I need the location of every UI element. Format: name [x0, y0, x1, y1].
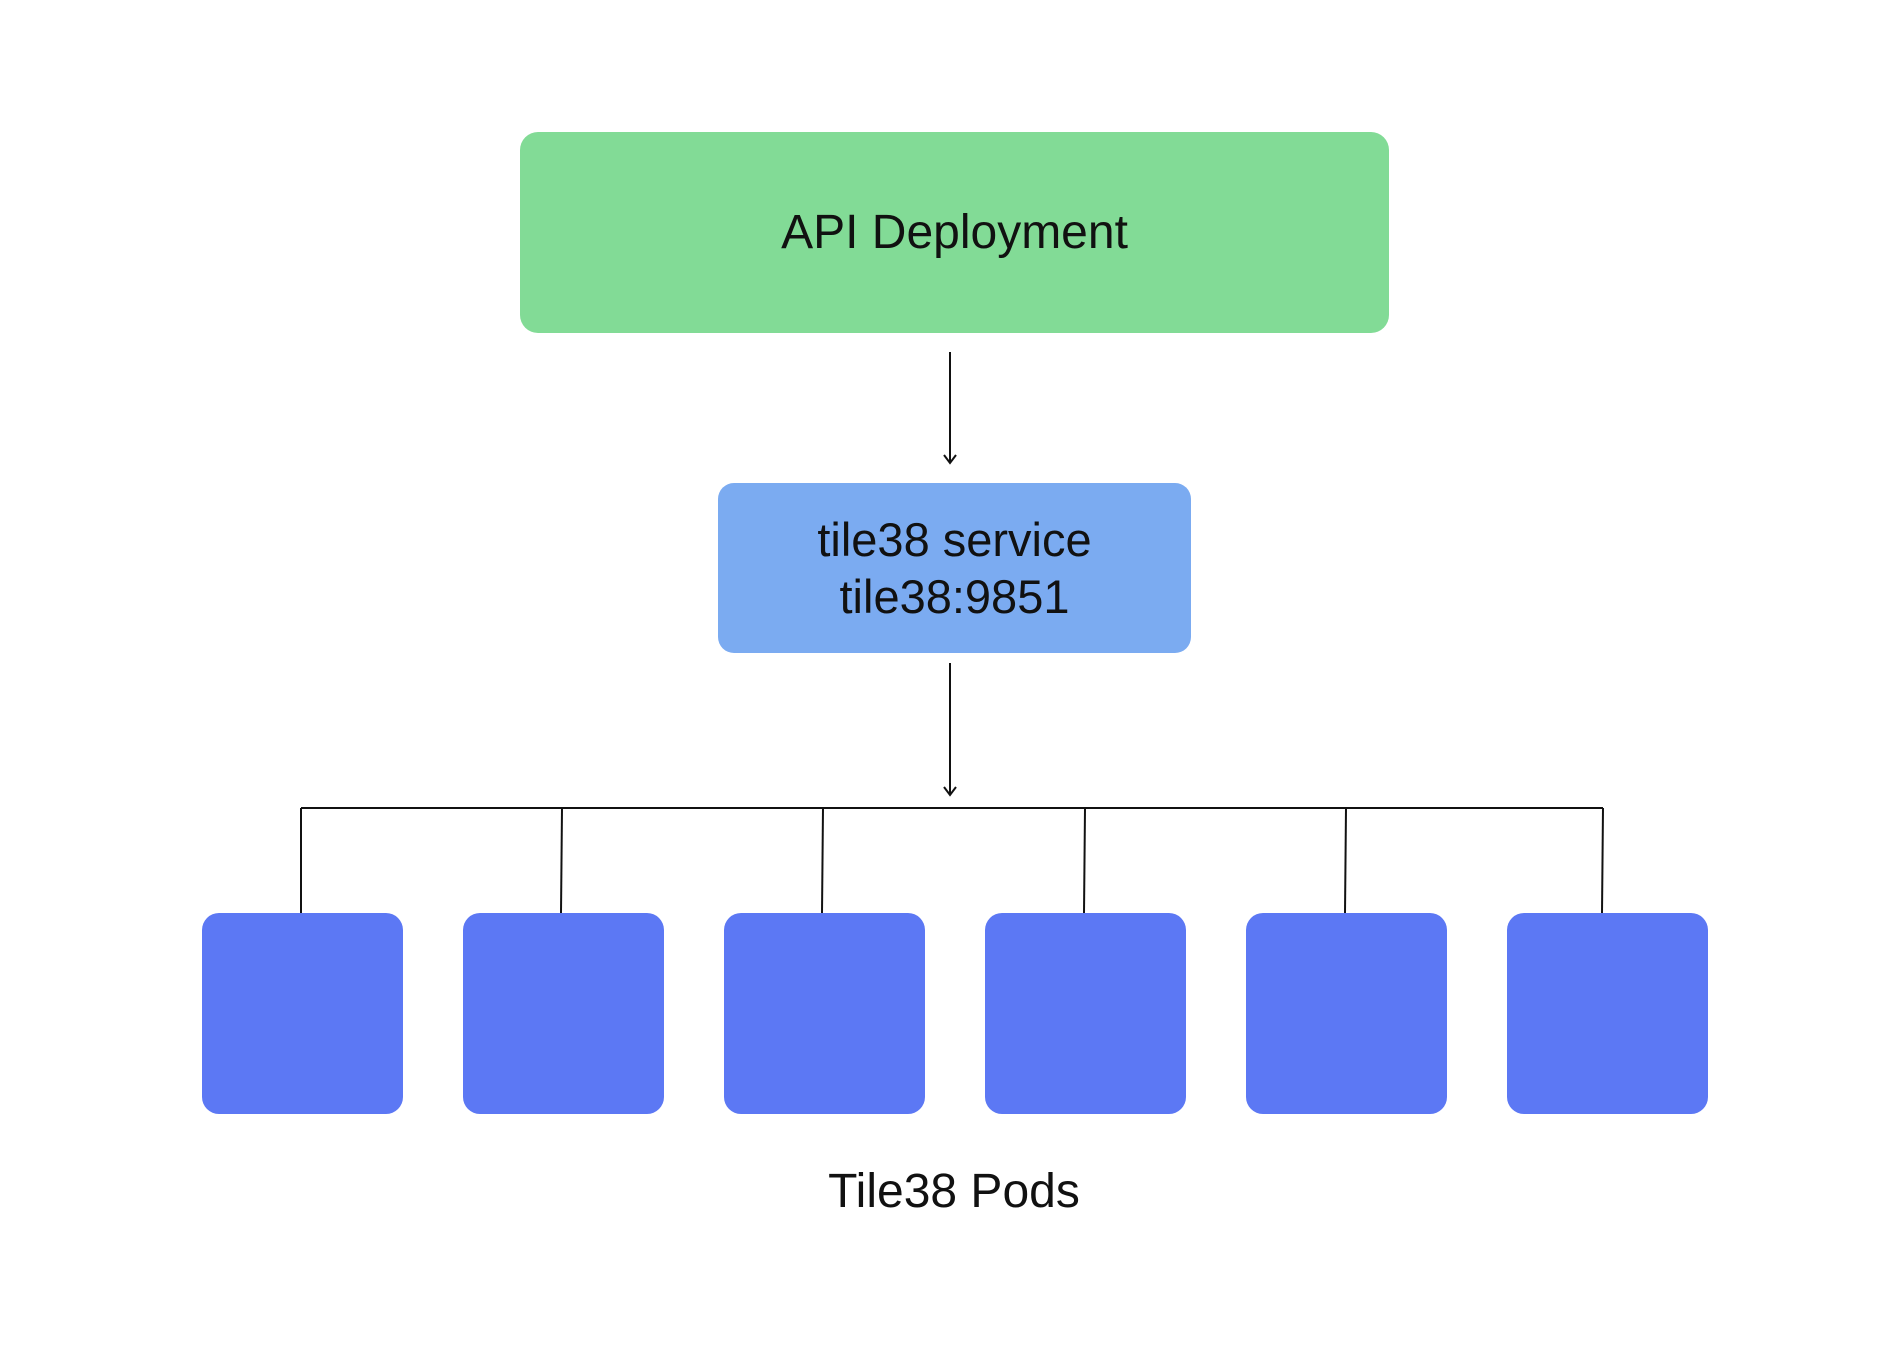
pod-5-connector: [1344, 807, 1347, 914]
tile38-pod-6: [1507, 913, 1708, 1114]
tile38-pod-5: [1246, 913, 1447, 1114]
tile38-pods-label: Tile38 Pods: [828, 1164, 1080, 1218]
pod-2-connector: [560, 807, 563, 914]
tile38-pod-1: [202, 913, 403, 1114]
pod-6-connector: [1601, 807, 1604, 914]
api-deployment-label: API Deployment: [781, 206, 1128, 259]
api-deployment-node: API Deployment: [520, 132, 1389, 333]
tile38-service-node: tile38 service tile38:9851: [718, 483, 1191, 653]
pod-4-connector: [1083, 807, 1086, 914]
tile38-service-title: tile38 service: [817, 513, 1092, 566]
service-to-pods-arrowhead: [943, 786, 957, 797]
tile38-pod-3: [724, 913, 925, 1114]
tile38-pod-2: [463, 913, 664, 1114]
tile38-pod-4: [985, 913, 1186, 1114]
tile38-service-address: tile38:9851: [839, 570, 1070, 623]
api-to-service-arrowhead: [943, 454, 957, 465]
pod-3-connector: [821, 807, 824, 914]
